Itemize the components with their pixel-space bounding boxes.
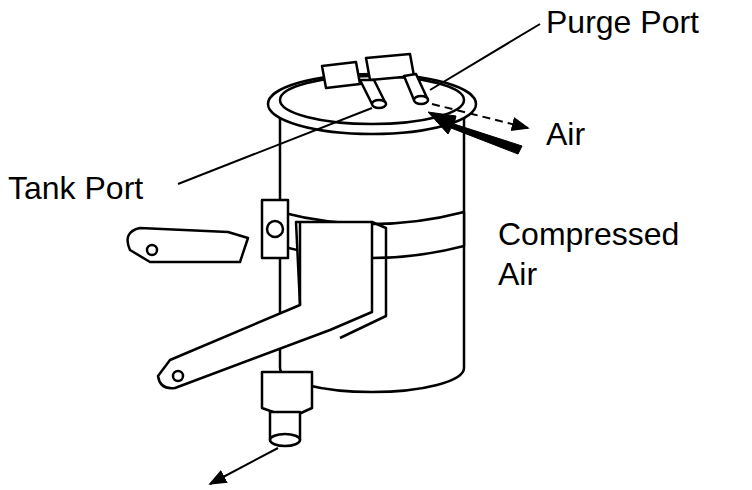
air-port xyxy=(270,434,300,446)
part-label: Air xyxy=(546,114,585,154)
clamp-block xyxy=(262,200,288,258)
part-label: Purge Port xyxy=(546,2,699,42)
mounting-bracket xyxy=(128,228,248,262)
tank-port xyxy=(372,100,386,108)
air-flow-arrow xyxy=(210,448,278,484)
part-label: Tank Port xyxy=(8,168,143,208)
bolt-hole xyxy=(173,371,183,381)
compressed-air-arrow xyxy=(428,112,522,154)
port-cap xyxy=(322,62,360,88)
mounting-bracket xyxy=(158,222,372,388)
bolt-hole xyxy=(147,245,157,255)
part-label: Compressed Air xyxy=(498,214,688,294)
purge-port xyxy=(414,96,428,104)
clamp-bolt xyxy=(267,221,283,237)
leader-line xyxy=(178,108,372,184)
leader-line xyxy=(430,24,540,90)
